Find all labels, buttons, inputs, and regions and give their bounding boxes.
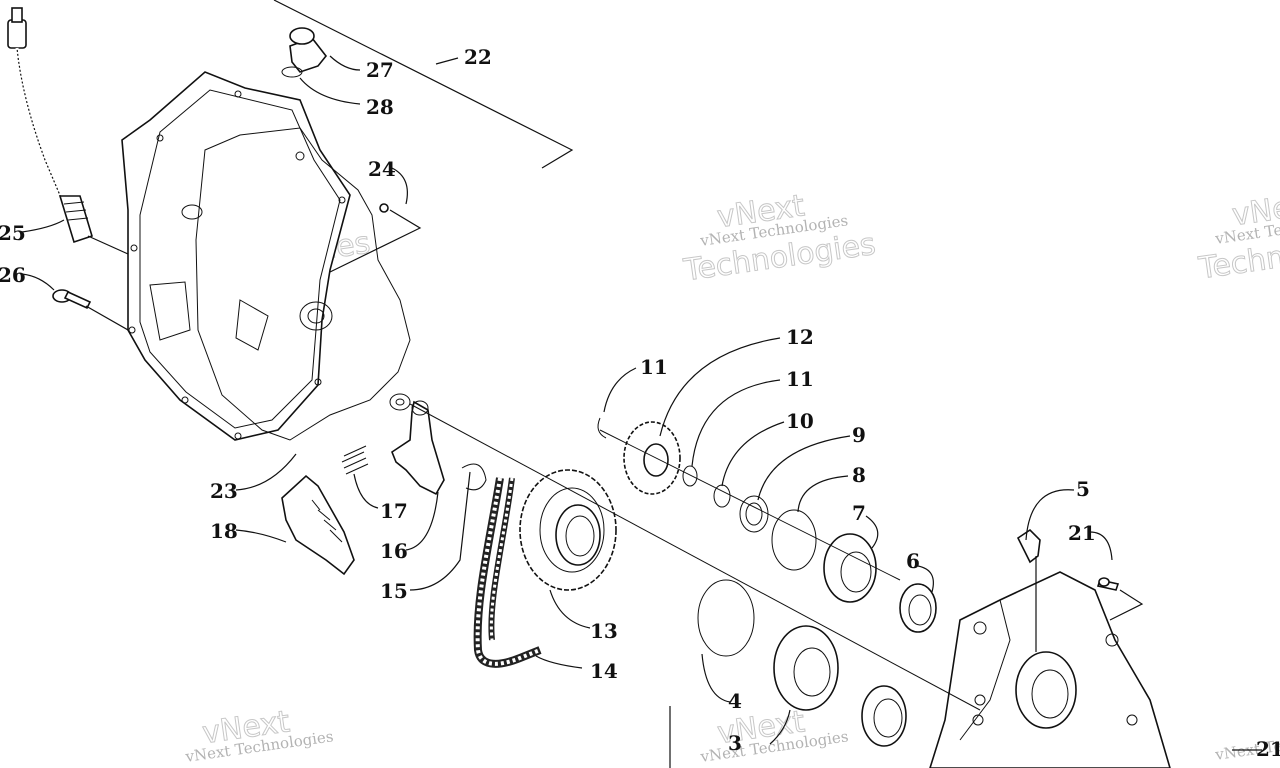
callout-3: 3 [728, 731, 742, 755]
large-sprocket [519, 469, 617, 591]
plug-part [281, 27, 389, 213]
fitting-part [1016, 528, 1120, 591]
chaincase-cover [121, 71, 411, 441]
callout-9: 9 [852, 423, 866, 447]
callout-22: 22 [464, 45, 492, 69]
callout-8: 8 [852, 463, 866, 487]
callout-21-lower: 21 [1256, 737, 1280, 761]
callout-28: 28 [366, 95, 394, 119]
drive-chain [473, 477, 542, 668]
bearing-group [697, 533, 937, 747]
callout-11-lower: 11 [786, 367, 814, 391]
callout-24: 24 [368, 157, 396, 181]
leader-lines [21, 0, 1262, 768]
callout-14: 14 [590, 659, 618, 683]
callout-25: 25 [0, 221, 26, 245]
callout-7: 7 [852, 501, 866, 525]
callout-11-upper: 11 [640, 355, 668, 379]
callout-17: 17 [380, 499, 408, 523]
callout-12: 12 [786, 325, 814, 349]
callout-16: 16 [380, 539, 408, 563]
small-sprocket [597, 417, 817, 571]
callout-26: 26 [0, 263, 26, 287]
callout-10: 10 [786, 409, 814, 433]
callout-15: 15 [380, 579, 408, 603]
callout-labels: 27 28 22 24 25 26 23 18 17 16 15 11 12 1… [0, 45, 1280, 761]
callout-23: 23 [210, 479, 238, 503]
chaincase-housing [929, 571, 1171, 768]
callout-21-upper: 21 [1068, 521, 1096, 545]
callout-6: 6 [906, 549, 920, 573]
callout-4: 4 [728, 689, 742, 713]
sensor-harness [7, 7, 93, 244]
callout-5: 5 [1076, 477, 1090, 501]
screw-part [52, 289, 92, 310]
tensioner-group [281, 393, 487, 576]
callout-27: 27 [366, 58, 394, 82]
callout-13: 13 [590, 619, 618, 643]
callout-18: 18 [210, 519, 238, 543]
